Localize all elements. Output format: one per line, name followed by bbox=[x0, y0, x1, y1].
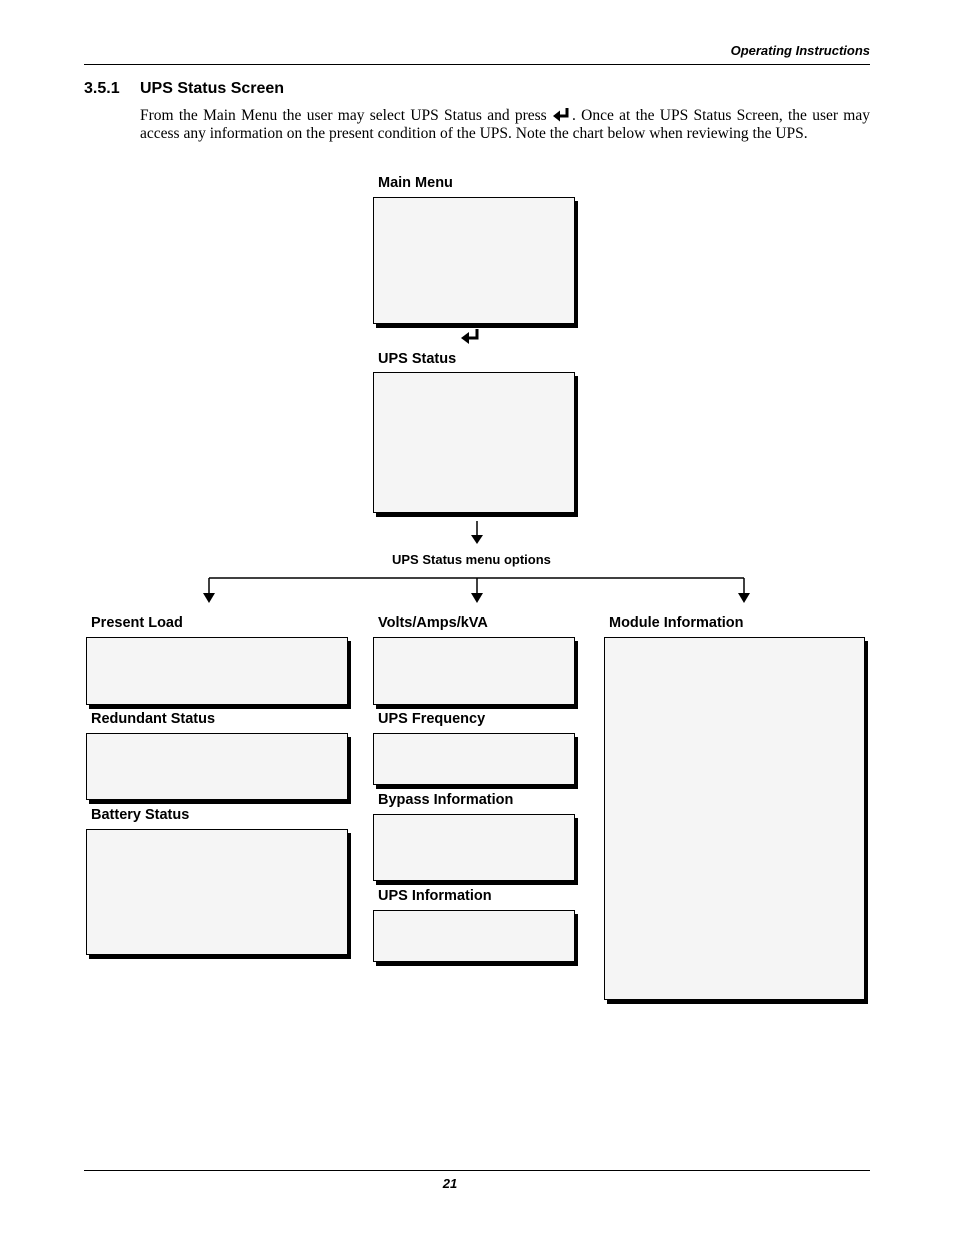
section-title: UPS Status Screen bbox=[140, 80, 285, 97]
bypass-information-screen bbox=[373, 814, 575, 881]
battery-status-label: Battery Status bbox=[91, 807, 190, 823]
redundant-status-label: Redundant Status bbox=[91, 711, 216, 727]
present-load-screen bbox=[86, 637, 348, 705]
running-header: Operating Instructions bbox=[730, 43, 870, 58]
enter-key-icon bbox=[552, 107, 572, 123]
footer-rule bbox=[84, 1170, 870, 1171]
bypass-information-label: Bypass Information bbox=[378, 792, 514, 808]
ups-frequency-label: UPS Frequency bbox=[378, 711, 486, 727]
main-menu-screen bbox=[373, 197, 575, 324]
down-arrow-icon bbox=[471, 593, 483, 603]
enter-key-icon bbox=[460, 328, 482, 346]
intro-text-after: . Once at the UPS Status Screen, the use… bbox=[140, 107, 870, 142]
intro-paragraph: From the Main Menu the user may select U… bbox=[140, 107, 870, 143]
ups-status-screen bbox=[373, 372, 575, 513]
module-information-label: Module Information bbox=[609, 615, 744, 631]
page-number: 21 bbox=[442, 1176, 458, 1191]
redundant-status-screen bbox=[86, 733, 348, 800]
menu-options-caption: UPS Status menu options bbox=[392, 552, 551, 567]
volts-amps-kva-label: Volts/Amps/kVA bbox=[378, 615, 488, 631]
section-number: 3.5.1 bbox=[84, 80, 120, 97]
ups-information-screen bbox=[373, 910, 575, 962]
volts-amps-kva-screen bbox=[373, 637, 575, 705]
battery-status-screen bbox=[86, 829, 348, 955]
ups-frequency-screen bbox=[373, 733, 575, 785]
module-information-screen bbox=[604, 637, 865, 1000]
down-arrow-icon bbox=[471, 535, 483, 544]
header-rule bbox=[84, 64, 870, 65]
down-arrow-icon bbox=[203, 593, 215, 603]
ups-status-label: UPS Status bbox=[378, 351, 457, 367]
present-load-label: Present Load bbox=[91, 615, 183, 631]
ups-information-label: UPS Information bbox=[378, 888, 492, 904]
intro-text-before: From the Main Menu the user may select U… bbox=[140, 107, 552, 124]
main-menu-label: Main Menu bbox=[378, 175, 453, 191]
down-arrow-icon bbox=[738, 593, 750, 603]
